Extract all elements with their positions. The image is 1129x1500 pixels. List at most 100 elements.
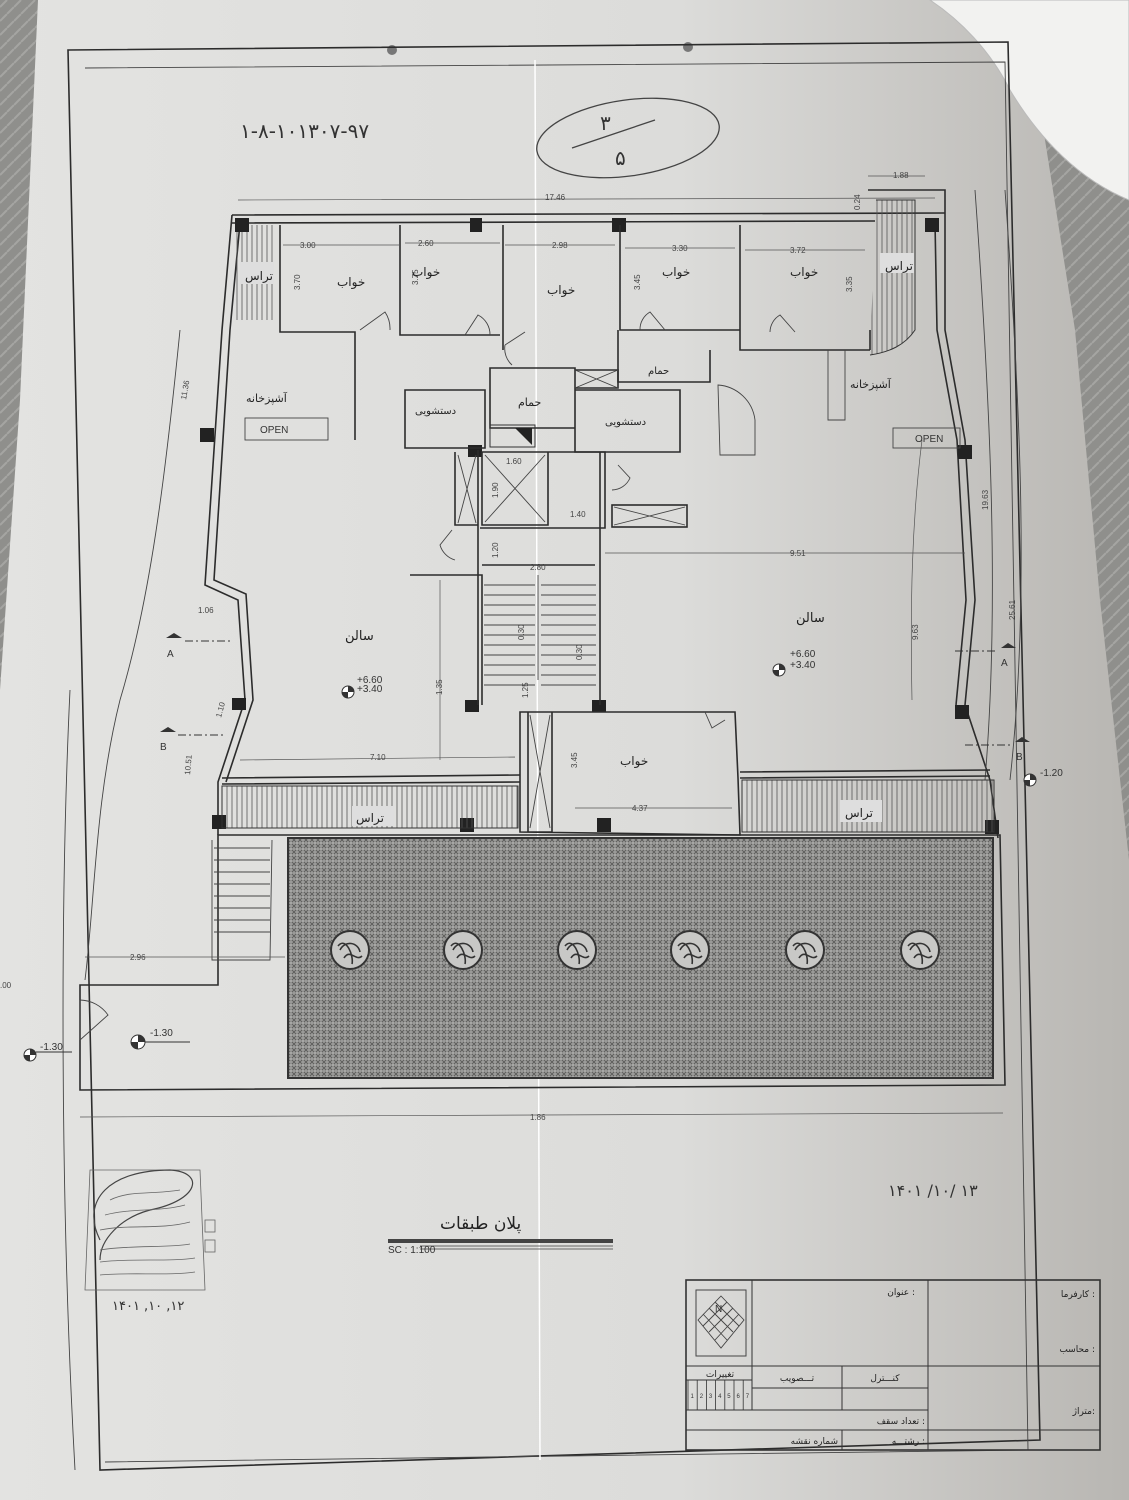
shower-drain [515, 428, 532, 445]
sheet-number: ۳ [600, 111, 611, 135]
core-walls [454, 450, 606, 705]
fold-crease [534, 59, 541, 1461]
label-area: متراژ: [1072, 1407, 1095, 1417]
dimension-salon-left-height: 1.35 [435, 679, 444, 695]
tree-symbol [785, 930, 825, 970]
room-label-bedroom: خواب [412, 265, 440, 280]
site-line [1004, 189, 1022, 781]
north-arrow-label: N [715, 1304, 722, 1315]
plan-scale: SC : 1:100 [388, 1245, 436, 1256]
dimension-bedroom-6-height: 3.45 [570, 752, 579, 768]
dimension-bedroom-5-height: 3.35 [845, 276, 854, 292]
label-floor-count: تعداد سقف : [877, 1417, 925, 1427]
garden-trees [330, 930, 940, 970]
site-boundary [79, 834, 1006, 1091]
inner-frame [84, 61, 1029, 1463]
tree-symbol [670, 930, 710, 970]
room-label-bedroom: خواب [337, 275, 365, 290]
elevator-shaft [457, 454, 546, 524]
change-number: 7 [746, 1394, 750, 1400]
label-bg [240, 262, 274, 284]
tree-symbol [443, 930, 483, 970]
dimension-yard-width: 2.96 [130, 953, 146, 962]
dimension-bedroom-4-width: 3.30 [672, 244, 688, 253]
engineer-stamp [84, 1169, 216, 1291]
dimension-landing: 1.25 [521, 682, 530, 698]
room-label-bath: حمام [648, 366, 669, 377]
shaft [574, 369, 619, 389]
handwritten-date: ۱۴۰۱ /۱۰/ ۱۳ [888, 1181, 978, 1200]
plan-title: پلان طبقات [440, 1214, 521, 1234]
bedroom-dimensions [283, 242, 865, 251]
dimension-bedroom-5-width: 3.72 [790, 246, 806, 255]
stamp-date: ۱۴۰۱ ,۱۰ ,۱۲ [112, 1299, 184, 1314]
dimension-right-19: 19.63 [981, 489, 990, 510]
stair-treads [484, 584, 596, 686]
level-right: -1.20 [1040, 768, 1063, 779]
label-approval: تـــصویب [780, 1374, 815, 1384]
dimension-top-right-v: 0.24 [853, 194, 862, 210]
label-bg [880, 253, 914, 273]
dimension-line [239, 756, 516, 761]
label-discipline: رشتـــه : [892, 1437, 925, 1447]
wall-terrace-right [739, 769, 991, 779]
level-marker [1023, 773, 1037, 787]
title-underline [388, 1239, 613, 1243]
dimension-bedroom-3-width: 2.98 [552, 241, 568, 250]
room-label-bath: حمام [518, 396, 541, 409]
level-yard: -1.30 [150, 1028, 173, 1039]
bedroom-partitions [279, 225, 871, 440]
label-subject: عنوان : [887, 1288, 915, 1298]
dimension-tread: 0.30 [575, 644, 584, 660]
label-bg [352, 806, 394, 826]
dimension-line [910, 439, 923, 701]
dimension-line [79, 1112, 1004, 1118]
dimension-bedroom-6-width: 4.37 [632, 804, 648, 813]
wall-left-inner [213, 222, 254, 783]
wall-right-inner [934, 221, 967, 706]
dimension-salon-right-height: 9.63 [911, 624, 920, 640]
open-label: OPEN [915, 434, 943, 445]
terrace-hatch [869, 199, 916, 356]
outer-frame [67, 41, 1041, 1471]
change-number: 1 [691, 1394, 695, 1400]
dimension-salon-right-width: 9.51 [790, 549, 806, 558]
tree-symbol [330, 930, 370, 970]
dimension-stair-width: 2.80 [530, 563, 546, 572]
dimension-right-25: 25.61 [1008, 599, 1017, 620]
section-marker-a-left: A [166, 633, 232, 660]
section-marker-b-left: B [160, 727, 225, 753]
bedroom-walls [519, 711, 741, 836]
tree-symbol [900, 930, 940, 970]
change-number: 6 [737, 1394, 741, 1400]
level-marker [772, 663, 786, 677]
level-salon-right-top: +6.60 [790, 649, 816, 660]
room-label-wc: دستشویی [415, 406, 456, 417]
dimension-left-11: 11.36 [179, 379, 191, 400]
room-label-salon: سالن [796, 611, 825, 626]
open-marker [892, 427, 961, 449]
site-line [84, 329, 181, 981]
dimension-line [237, 197, 936, 201]
level-salon-left-top: +6.60 [357, 675, 383, 686]
dimension-left-lower: 10.51 [183, 754, 194, 775]
dimension-elevator-height: 1.90 [491, 482, 500, 498]
garden-area [287, 837, 994, 1079]
shaft-cross [529, 714, 551, 829]
room-label-terrace: تراس [245, 269, 273, 284]
file-number: ۱-۸-۱۰۱۳۰۷-۹۷ [240, 119, 369, 143]
wall-left [204, 214, 246, 835]
shaft-cross [613, 506, 686, 526]
section-marker-b-right: B [965, 737, 1030, 763]
tree-symbol [557, 930, 597, 970]
label-bg [840, 800, 882, 822]
dimension-overall-top: 17.46 [545, 193, 566, 202]
section-marker-a-right: A [955, 643, 1016, 669]
exterior-stair [211, 839, 273, 961]
dimension-elevator-width: 1.60 [506, 457, 522, 466]
label-drawing-number: شماره نقشه [791, 1437, 838, 1447]
dimension-lobby-height: 1.20 [491, 542, 500, 558]
